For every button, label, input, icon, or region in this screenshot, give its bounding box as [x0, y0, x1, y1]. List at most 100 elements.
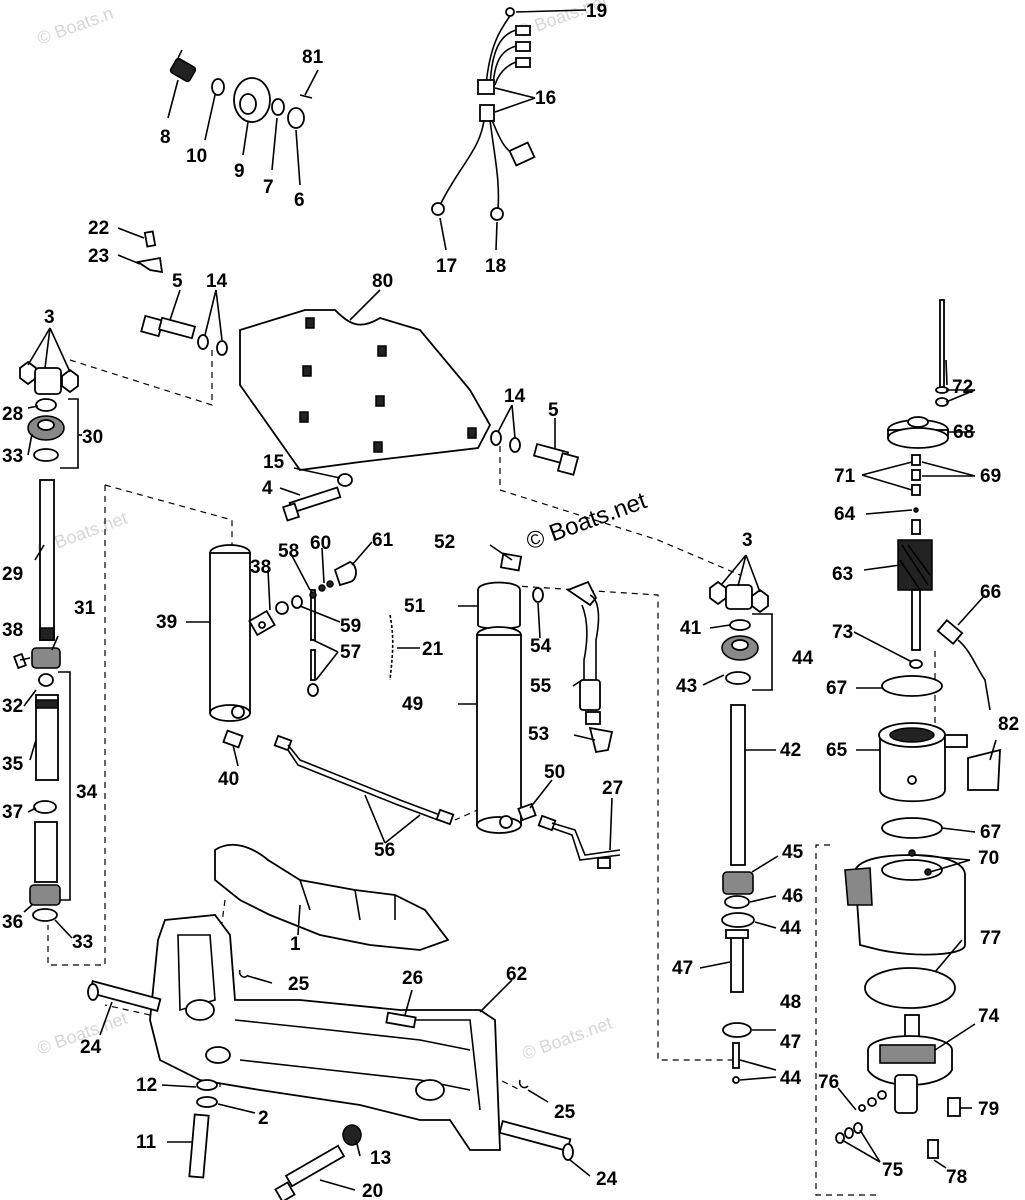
trim-motor: [835, 299, 1001, 1159]
wiring-harness: [431, 7, 536, 221]
label-58: 58: [278, 541, 299, 562]
label-38-top: 38: [250, 557, 271, 578]
hydraulic-hose-55: [566, 580, 614, 754]
label-47-top: 47: [672, 958, 693, 979]
label-80: 80: [372, 271, 393, 292]
label-24-left: 24: [80, 1037, 102, 1058]
label-60: 60: [310, 533, 331, 554]
watermark-5: © Boats.net: [520, 1013, 615, 1064]
label-44-top: 44: [792, 648, 814, 669]
label-65: 65: [826, 740, 848, 761]
label-11: 11: [136, 1132, 157, 1153]
label-43: 43: [676, 676, 697, 697]
bolt-left-5: [140, 314, 228, 356]
label-71: 71: [834, 466, 856, 487]
label-9: 9: [234, 161, 245, 182]
label-19: 19: [586, 1, 607, 22]
label-18: 18: [485, 256, 506, 277]
label-7: 7: [263, 177, 274, 198]
label-32: 32: [2, 696, 23, 717]
label-22: 22: [88, 218, 109, 239]
label-70: 70: [978, 848, 999, 869]
label-79: 79: [978, 1099, 999, 1120]
label-8: 8: [160, 127, 171, 148]
label-27: 27: [602, 778, 623, 799]
label-67-bottom: 67: [980, 822, 1001, 843]
label-68: 68: [953, 422, 974, 443]
label-54: 54: [530, 636, 552, 657]
label-38-left: 38: [2, 620, 23, 641]
label-51: 51: [404, 596, 426, 617]
bracket-80: [239, 309, 492, 471]
label-28: 28: [2, 404, 23, 425]
label-81: 81: [302, 47, 324, 68]
label-50: 50: [544, 762, 565, 783]
tilt-cylinder-42: [709, 580, 773, 1084]
label-55: 55: [530, 676, 552, 697]
label-3-right: 3: [742, 530, 753, 551]
leader-lines: [19, 9, 997, 1191]
watermark-center: © Boats.net: [523, 487, 651, 555]
label-40: 40: [218, 769, 239, 790]
trim-cylinder-49: [476, 552, 544, 834]
bolt-right-5: [490, 430, 580, 476]
label-1: 1: [290, 934, 301, 955]
label-35: 35: [2, 754, 24, 775]
label-46: 46: [782, 886, 803, 907]
label-48: 48: [780, 992, 801, 1013]
label-75: 75: [882, 1160, 904, 1181]
swivel-bracket-1: [214, 843, 450, 951]
label-72: 72: [952, 377, 973, 398]
label-69: 69: [980, 466, 1001, 487]
label-24-right: 24: [596, 1169, 618, 1190]
label-31: 31: [74, 598, 96, 619]
label-21: 21: [422, 639, 444, 660]
label-10: 10: [186, 146, 207, 167]
stern-bracket-62: [149, 914, 501, 1151]
label-3-left: 3: [44, 307, 55, 328]
trim-cylinder-39: [209, 544, 394, 722]
label-39: 39: [156, 612, 177, 633]
left-cylinder-stack: [13, 360, 79, 922]
label-52: 52: [434, 532, 455, 553]
label-36: 36: [2, 912, 23, 933]
bolt-4: [281, 473, 353, 522]
label-44-mid: 44: [780, 918, 802, 939]
label-44-bottom: 44: [780, 1068, 802, 1089]
hydraulic-lines: [222, 729, 621, 869]
bolt-and-clip: [135, 230, 164, 274]
label-12: 12: [136, 1075, 157, 1096]
label-25-top: 25: [288, 974, 310, 995]
watermark-1: © Boats.n: [35, 3, 116, 49]
label-59: 59: [340, 616, 361, 637]
switch-assembly: [169, 49, 313, 129]
label-33-top: 30: [82, 427, 103, 448]
label-77: 77: [980, 928, 1001, 949]
label-76: 76: [818, 1072, 839, 1093]
label-33-bottom: 33: [72, 932, 93, 953]
label-73: 73: [832, 622, 853, 643]
label-5-left: 5: [172, 271, 183, 292]
label-49: 49: [402, 694, 423, 715]
label-5-right: 5: [548, 400, 559, 421]
label-23: 23: [88, 246, 109, 267]
label-4: 4: [262, 478, 273, 499]
label-56: 56: [374, 840, 395, 861]
label-45: 45: [782, 842, 804, 863]
label-6: 6: [294, 190, 305, 211]
label-30: 33: [2, 446, 23, 467]
label-78: 78: [946, 1167, 967, 1188]
label-37: 37: [2, 802, 23, 823]
label-26: 26: [402, 968, 423, 989]
label-66: 66: [980, 582, 1001, 603]
label-62: 62: [506, 964, 527, 985]
label-25-bottom: 25: [554, 1102, 576, 1123]
label-67-top: 67: [826, 678, 847, 699]
label-34: 34: [76, 782, 98, 803]
label-63: 63: [832, 564, 853, 585]
label-14-left: 14: [206, 271, 228, 292]
label-2: 2: [258, 1108, 269, 1129]
